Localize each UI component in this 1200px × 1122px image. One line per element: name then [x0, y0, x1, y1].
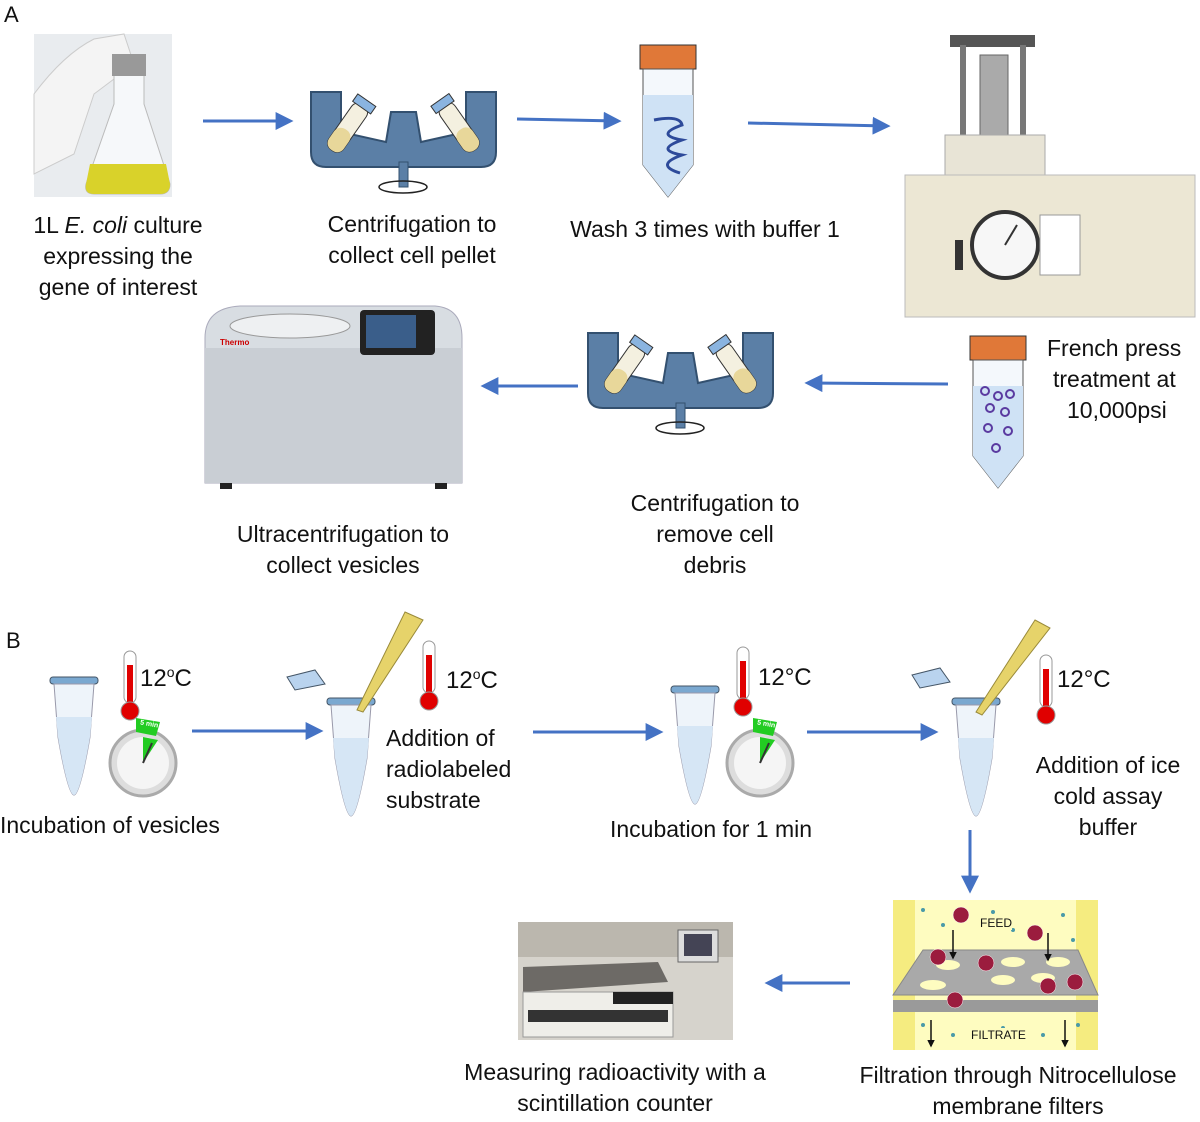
scintillation-counter-photo [518, 922, 733, 1040]
panel-label-b: B [6, 628, 21, 653]
thermo-brand-logo: Thermo [220, 338, 250, 347]
thermometer-icon [419, 640, 439, 711]
wash-label: Wash 3 times with buffer 1 [570, 216, 840, 242]
microtube-icon [670, 685, 720, 805]
filtrate-label: FILTRATE [971, 1028, 1026, 1042]
timer-icon: 5 min [108, 716, 180, 800]
timer-icon: 5 min [725, 716, 797, 800]
wash-tube-icon [639, 44, 697, 198]
arrow [747, 116, 891, 135]
french-press-photo [904, 35, 1196, 318]
temperature-label: 12°C [1057, 666, 1111, 693]
filtration-diagram: FEED FILTRATE [892, 900, 1099, 1050]
flask-culture-photo [33, 33, 172, 197]
tube-pipette-icon [911, 619, 1051, 817]
temperature-label: 12oC [140, 664, 192, 692]
temperature-label: 12°C [758, 664, 812, 691]
arrow [516, 111, 622, 130]
french-press-label: French press treatment at 10,000psi [1047, 335, 1182, 423]
microtube-icon [49, 676, 99, 796]
incubation-1min-label: Incubation for 1 min [610, 816, 813, 842]
centrifuge-icon [587, 332, 774, 435]
incubation-vesicles-label: Incubation of vesicles [0, 812, 220, 838]
arrow [804, 374, 949, 393]
french-press-tube-icon [969, 335, 1027, 489]
thermometer-icon [733, 646, 753, 717]
tube-pipette-icon [286, 611, 424, 817]
feed-label: FEED [980, 916, 1013, 930]
temperature-label: 12oC [446, 666, 498, 694]
culture-label: 1L E. coli culture expressing the gene o… [33, 212, 203, 300]
centrifuge-icon [310, 91, 497, 194]
panel-label-a: A [4, 2, 19, 27]
ultracentrifuge-photo: Thermo [200, 298, 465, 490]
